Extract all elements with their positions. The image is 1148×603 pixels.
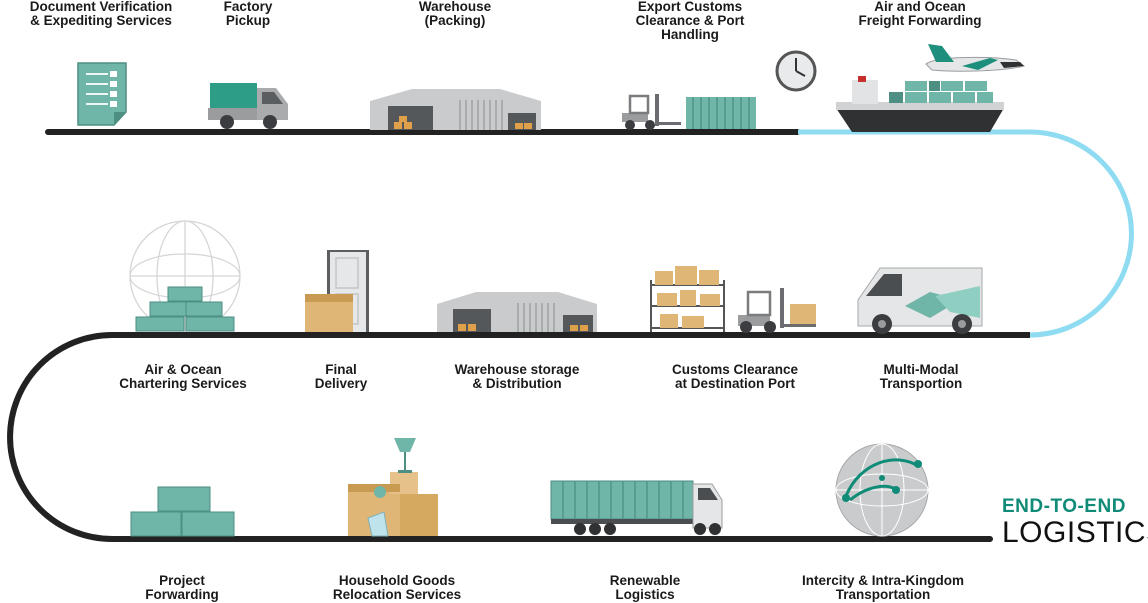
label-warehouse-packing: Warehouse (Packing) [418,0,492,28]
label-final-delivery: Final Delivery [314,362,368,391]
forklift-icon [738,288,816,333]
brand-line-1: END-TO-END [1002,496,1126,517]
label-customs-destination: Customs Clearance at Destination Port [671,362,799,391]
document-icon [77,62,127,126]
pickup-truck-icon [208,83,288,129]
label-renewable-logistics: Renewable Logistics [609,573,681,602]
cargo-ship-icon [836,76,1004,132]
label-factory-pickup: Factory Pickup [223,0,273,28]
warehouse-icon [370,89,541,130]
shelving-boxes-icon [650,266,725,332]
clock-icon [775,50,817,92]
delivery-van-icon [857,267,983,334]
label-export-customs: Export Customs Clearance & Port Handling [635,0,745,42]
brand-line-2: LOGISTICS [1002,516,1148,549]
container-stack-icon [130,486,235,537]
brand-block: END-TO-END LOGISTICS [1002,497,1148,548]
route-globe-icon [835,443,929,537]
label-intercity: Intercity & Intra-Kingdom Transportation [801,573,964,602]
shipping-container-icon [686,97,756,129]
forklift-icon [622,94,681,130]
label-multi-modal: Multi-Modal Transportion [879,362,963,391]
warehouse-storage-icon [437,292,597,332]
label-household-goods: Household Goods Relocation Services [332,573,462,602]
label-warehouse-storage: Warehouse storage & Distribution [454,362,580,391]
globe-containers-icon [129,220,241,332]
door-delivery-icon [305,250,369,332]
label-project-forwarding: Project Forwarding [145,573,219,602]
label-chartering: Air & Ocean Chartering Services [119,362,247,391]
household-boxes-icon [348,438,438,537]
timeline-track [7,129,1134,542]
label-document-verification: Document Verification & Expediting Servi… [29,0,173,28]
semi-truck-icon [550,480,723,535]
label-air-ocean-freight: Air and Ocean Freight Forwarding [858,0,982,28]
airplane-icon [925,44,1026,72]
